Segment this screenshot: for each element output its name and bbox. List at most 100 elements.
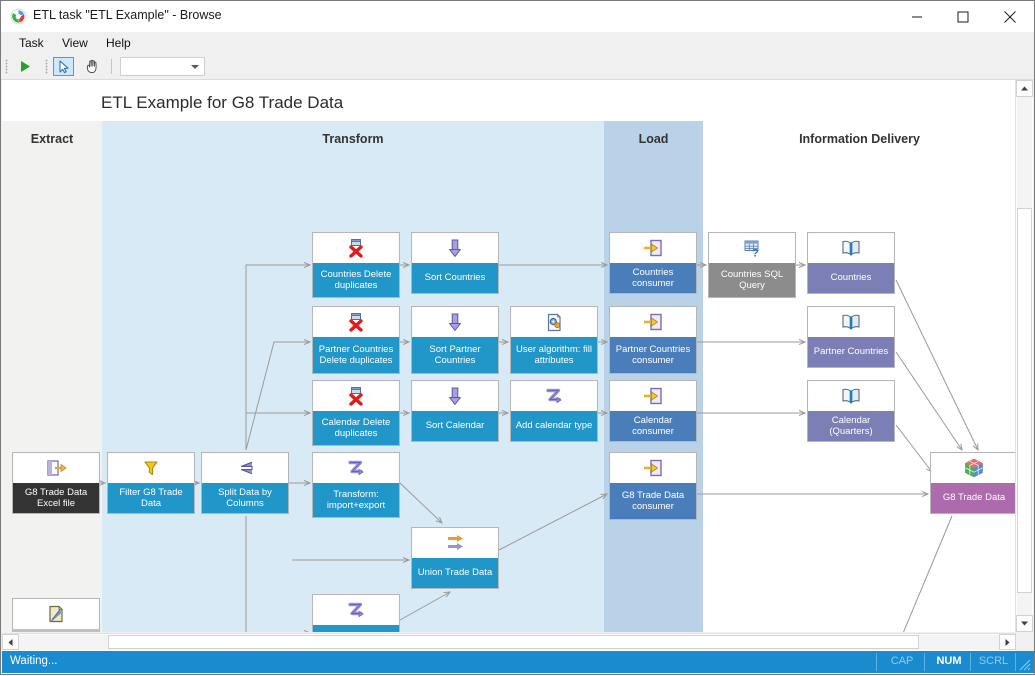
svg-text:?: ? bbox=[752, 248, 759, 259]
node-sortpc[interactable]: Sort Partner Countries bbox=[411, 306, 499, 374]
node-label: Partner Countries consumer bbox=[610, 337, 696, 373]
minimize-button[interactable] bbox=[894, 1, 940, 32]
consumer-icon bbox=[610, 233, 696, 263]
node-caldd[interactable]: Calendar Delete duplicates bbox=[312, 380, 400, 446]
run-button[interactable] bbox=[14, 57, 35, 76]
menu-bar: Task View Help bbox=[1, 32, 1034, 54]
node-ccons[interactable]: Countries consumer bbox=[609, 232, 697, 294]
node-label: Calendar Delete duplicates bbox=[313, 411, 399, 445]
select-tool-button[interactable] bbox=[53, 57, 74, 76]
delete-dup-icon bbox=[313, 307, 399, 337]
filter-icon bbox=[108, 453, 194, 483]
vscroll-thumb[interactable] bbox=[1017, 208, 1032, 593]
band-label-transform: Transform bbox=[322, 132, 384, 146]
node-filter[interactable]: Filter G8 Trade Data bbox=[107, 452, 195, 514]
node-sqlq[interactable]: ?Countries SQL Query bbox=[708, 232, 796, 298]
scroll-down-button[interactable] bbox=[1016, 615, 1033, 632]
menu-view[interactable]: View bbox=[62, 36, 88, 50]
status-message: Waiting... bbox=[10, 655, 58, 667]
band-load bbox=[604, 121, 703, 632]
node-label: Add calendar type bbox=[511, 411, 597, 441]
consumer-icon bbox=[610, 307, 696, 337]
pan-tool-button[interactable] bbox=[82, 57, 103, 76]
node-pcdd[interactable]: Partner Countries Delete duplicates bbox=[312, 306, 400, 374]
node-repcal[interactable]: Calendar (Quarters) bbox=[807, 380, 895, 442]
horizontal-scrollbar[interactable] bbox=[2, 633, 1016, 651]
node-calcons[interactable]: Calendar consumer bbox=[609, 380, 697, 442]
app-icon bbox=[10, 8, 27, 25]
maximize-button[interactable] bbox=[940, 1, 986, 32]
toolbar-grip-1[interactable] bbox=[5, 59, 8, 74]
sort-icon bbox=[412, 381, 498, 411]
excel-export-icon bbox=[13, 453, 99, 483]
node-label: Calendar consumer bbox=[610, 411, 696, 441]
log-file-icon bbox=[13, 599, 99, 629]
menu-task[interactable]: Task bbox=[19, 36, 44, 50]
band-information-delivery bbox=[703, 121, 1016, 632]
node-addcal[interactable]: Add calendar type bbox=[510, 380, 598, 442]
transform-icon bbox=[313, 595, 399, 625]
node-etllog[interactable]: ETLLOG bbox=[12, 598, 100, 632]
node-label: Sort Calendar bbox=[412, 411, 498, 441]
status-scrl: SCRL bbox=[978, 655, 1009, 667]
delete-dup-icon bbox=[313, 381, 399, 411]
status-separator-3 bbox=[970, 653, 971, 671]
node-label: Filter G8 Trade Data bbox=[108, 483, 194, 513]
band-transform bbox=[102, 121, 604, 632]
sort-icon bbox=[412, 307, 498, 337]
sql-query-icon: ? bbox=[709, 233, 795, 263]
hscroll-thumb[interactable] bbox=[108, 635, 919, 649]
status-num: NUM bbox=[936, 655, 962, 667]
node-label: G8 Trade Data bbox=[931, 483, 1016, 513]
user-algorithm-icon bbox=[511, 307, 597, 337]
node-repc[interactable]: Countries bbox=[807, 232, 895, 294]
node-label: Split Data by Columns bbox=[202, 483, 288, 513]
scroll-left-button[interactable] bbox=[2, 634, 19, 650]
delete-dup-icon bbox=[313, 233, 399, 263]
node-reppc[interactable]: Partner Countries bbox=[807, 306, 895, 368]
node-g8cons[interactable]: G8 Trade Data consumer bbox=[609, 452, 697, 520]
node-label: ETLLOG bbox=[13, 629, 99, 632]
node-label: Countries Delete duplicates bbox=[313, 263, 399, 297]
node-label: Partner Countries Delete duplicates bbox=[313, 337, 399, 373]
status-cap: CAP bbox=[890, 655, 914, 667]
node-cube[interactable]: G8 Trade Data bbox=[930, 452, 1016, 514]
node-label: Calendar (Quarters) bbox=[808, 411, 894, 441]
resize-grip-icon[interactable] bbox=[1017, 657, 1031, 671]
report-icon bbox=[808, 233, 894, 263]
report-icon bbox=[808, 307, 894, 337]
node-pccons[interactable]: Partner Countries consumer bbox=[609, 306, 697, 374]
node-sortcal[interactable]: Sort Calendar bbox=[411, 380, 499, 442]
node-label: Sort Partner Countries bbox=[412, 337, 498, 373]
node-split[interactable]: Split Data by Columns bbox=[201, 452, 289, 514]
node-label: Sort Countries bbox=[412, 263, 498, 293]
band-label-extract: Extract bbox=[30, 132, 74, 146]
node-label: Transform: convert Export from mln to bl… bbox=[313, 625, 399, 632]
node-cdd[interactable]: Countries Delete duplicates bbox=[312, 232, 400, 298]
consumer-icon bbox=[610, 381, 696, 411]
vertical-scrollbar[interactable] bbox=[1015, 80, 1033, 632]
scroll-right-button[interactable] bbox=[999, 634, 1016, 650]
diagram-canvas[interactable]: ETL Example for G8 Trade Data Extract Tr… bbox=[2, 80, 1017, 632]
window-title: ETL task "ETL Example" - Browse bbox=[33, 8, 222, 22]
title-bar: ETL task "ETL Example" - Browse bbox=[1, 1, 1034, 32]
node-label: Countries consumer bbox=[610, 263, 696, 293]
zoom-combo[interactable] bbox=[120, 57, 205, 76]
node-useralg[interactable]: User algorithm: fill attributes bbox=[510, 306, 598, 374]
scroll-up-button[interactable] bbox=[1016, 80, 1033, 97]
node-sortc[interactable]: Sort Countries bbox=[411, 232, 499, 294]
toolbar-grip-2[interactable] bbox=[45, 59, 48, 74]
close-button[interactable] bbox=[987, 1, 1033, 32]
node-excel[interactable]: G8 Trade Data Excel file bbox=[12, 452, 100, 514]
node-timp[interactable]: Transform: import+export bbox=[312, 452, 400, 518]
node-label: G8 Trade Data Excel file bbox=[13, 483, 99, 513]
node-label: Transform: import+export bbox=[313, 483, 399, 517]
status-separator-2 bbox=[924, 653, 925, 671]
node-tconv[interactable]: Transform: convert Export from mln to bl… bbox=[312, 594, 400, 632]
sort-icon bbox=[412, 233, 498, 263]
menu-help[interactable]: Help bbox=[106, 36, 131, 50]
node-union[interactable]: Union Trade Data bbox=[411, 527, 499, 589]
toolbar bbox=[1, 54, 1034, 80]
node-label: Countries bbox=[808, 263, 894, 293]
